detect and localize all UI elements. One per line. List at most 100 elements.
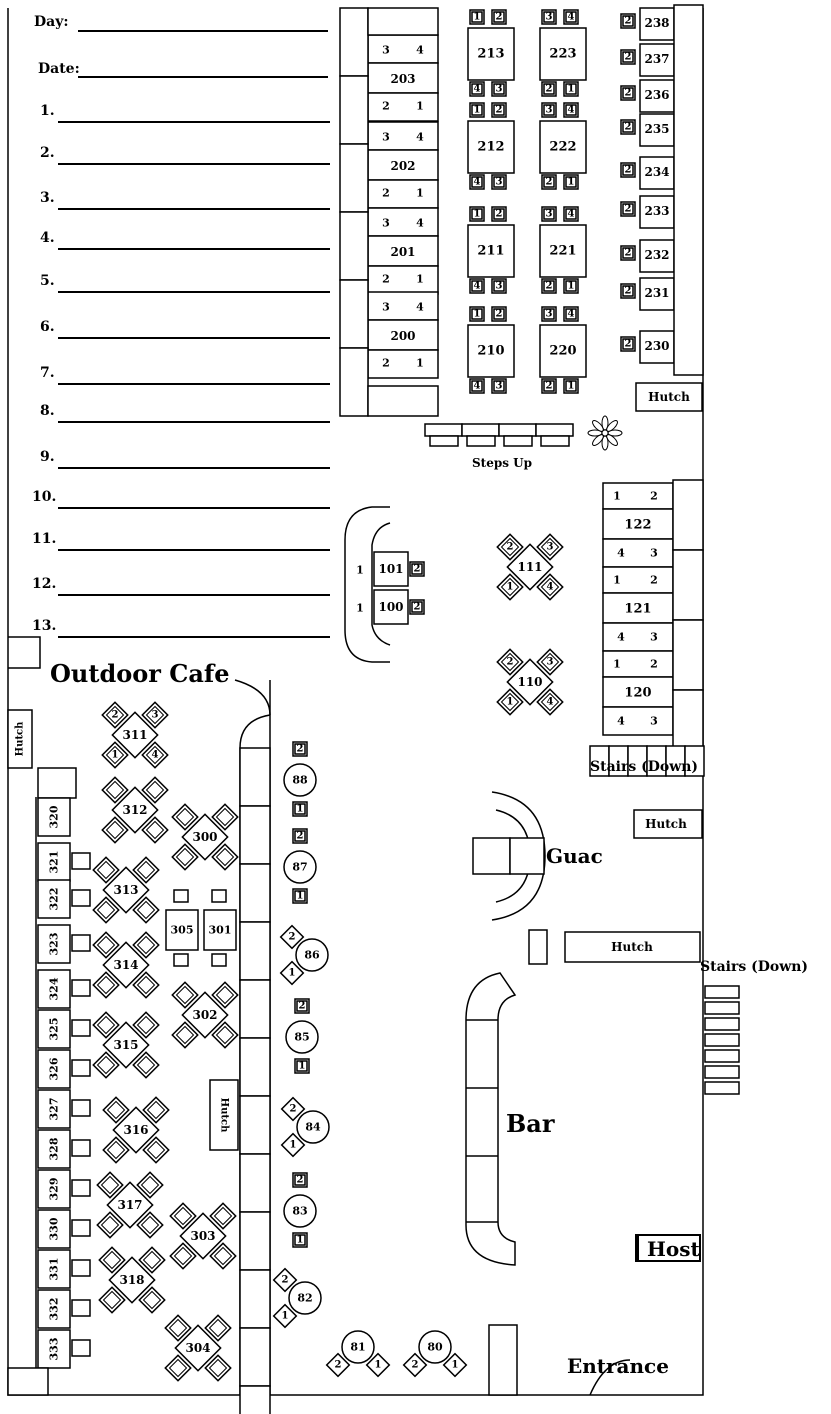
table-top[interactable]: [37, 1129, 71, 1169]
table-330[interactable]: 330: [37, 1209, 91, 1249]
table-304[interactable]: 304: [164, 1314, 232, 1382]
chair[interactable]: [173, 889, 189, 903]
hutch[interactable]: [209, 1079, 239, 1151]
chair[interactable]: [169, 1202, 197, 1230]
bar[interactable]: [465, 972, 517, 1266]
chair[interactable]: 2: [496, 648, 524, 676]
table-top[interactable]: [37, 924, 71, 964]
table-top[interactable]: [179, 1212, 227, 1260]
table-top[interactable]: [639, 113, 675, 147]
table-238[interactable]: 22381: [620, 7, 692, 41]
table-top[interactable]: [467, 224, 515, 278]
hutch[interactable]: [635, 382, 703, 412]
table-top[interactable]: [283, 1194, 317, 1228]
chair[interactable]: [169, 1242, 197, 1270]
chair[interactable]: [173, 953, 189, 967]
chair[interactable]: 3: [141, 701, 169, 729]
booth-table[interactable]: [602, 508, 674, 540]
hutch-top[interactable]: Hutch: [635, 382, 703, 412]
table-top[interactable]: [112, 1106, 160, 1154]
table-top[interactable]: [639, 239, 675, 273]
chair[interactable]: [138, 1286, 166, 1314]
chair[interactable]: [71, 979, 91, 997]
day-line[interactable]: [78, 30, 328, 32]
chair[interactable]: [171, 1021, 199, 1049]
host-stand[interactable]: Host: [635, 1234, 701, 1262]
table-329[interactable]: 329: [37, 1169, 91, 1209]
chair[interactable]: [71, 1019, 91, 1037]
table-top[interactable]: [467, 120, 515, 174]
chair[interactable]: [209, 1242, 237, 1270]
table-top[interactable]: [539, 27, 587, 81]
table-top[interactable]: [106, 1181, 154, 1229]
table-top[interactable]: [639, 277, 675, 311]
chair[interactable]: [102, 1096, 130, 1124]
table-top[interactable]: [37, 1049, 71, 1089]
table-top[interactable]: [539, 120, 587, 174]
chair[interactable]: 1: [496, 573, 524, 601]
date-line[interactable]: [78, 76, 328, 78]
table-321[interactable]: 321: [37, 842, 91, 882]
table-325[interactable]: 325: [37, 1009, 91, 1049]
table-top[interactable]: [111, 711, 159, 759]
chair[interactable]: [142, 1096, 170, 1124]
chair[interactable]: 2: [280, 1096, 306, 1122]
table-top[interactable]: [467, 27, 515, 81]
table-top[interactable]: [165, 909, 199, 951]
chair[interactable]: [71, 1059, 91, 1077]
hutch-long[interactable]: [564, 931, 701, 963]
chair[interactable]: [138, 1246, 166, 1274]
table-top[interactable]: [295, 938, 329, 972]
form-write-line[interactable]: [58, 549, 330, 551]
table-top[interactable]: [639, 79, 675, 113]
stairs-down-right[interactable]: [704, 985, 740, 1095]
table-top[interactable]: [108, 1256, 156, 1304]
table-top[interactable]: [639, 330, 675, 364]
table-top[interactable]: [373, 589, 409, 625]
table-top[interactable]: [288, 1281, 322, 1315]
table-top[interactable]: [102, 1021, 150, 1069]
steps-up[interactable]: [424, 423, 574, 447]
table-top[interactable]: [37, 1089, 71, 1129]
form-write-line[interactable]: [58, 248, 330, 250]
chair[interactable]: [132, 971, 160, 999]
table-top[interactable]: [37, 1169, 71, 1209]
table-303[interactable]: 303: [169, 1202, 237, 1270]
table-313[interactable]: 313: [92, 856, 160, 924]
chair[interactable]: [96, 1211, 124, 1239]
table-318[interactable]: 318: [98, 1246, 166, 1314]
table-301[interactable]: 301: [203, 889, 237, 967]
table-327[interactable]: 327: [37, 1089, 91, 1129]
table-317[interactable]: 317: [96, 1171, 164, 1239]
chair[interactable]: 2: [279, 924, 305, 950]
table-top[interactable]: [539, 224, 587, 278]
table-top[interactable]: [467, 324, 515, 378]
form-write-line[interactable]: [58, 636, 330, 638]
table-top[interactable]: [341, 1330, 375, 1364]
booth-table[interactable]: [367, 62, 439, 94]
chair[interactable]: [171, 803, 199, 831]
chair[interactable]: 4: [536, 573, 564, 601]
table-314[interactable]: 314: [92, 931, 160, 999]
table-top[interactable]: [102, 866, 150, 914]
chair[interactable]: [136, 1171, 164, 1199]
table-333[interactable]: 333: [37, 1329, 91, 1369]
table-315[interactable]: 315: [92, 1011, 160, 1079]
form-write-line[interactable]: [58, 337, 330, 339]
table-top[interactable]: [102, 941, 150, 989]
table-332[interactable]: 332: [37, 1289, 91, 1329]
chair[interactable]: [98, 1286, 126, 1314]
chair[interactable]: [204, 1354, 232, 1382]
